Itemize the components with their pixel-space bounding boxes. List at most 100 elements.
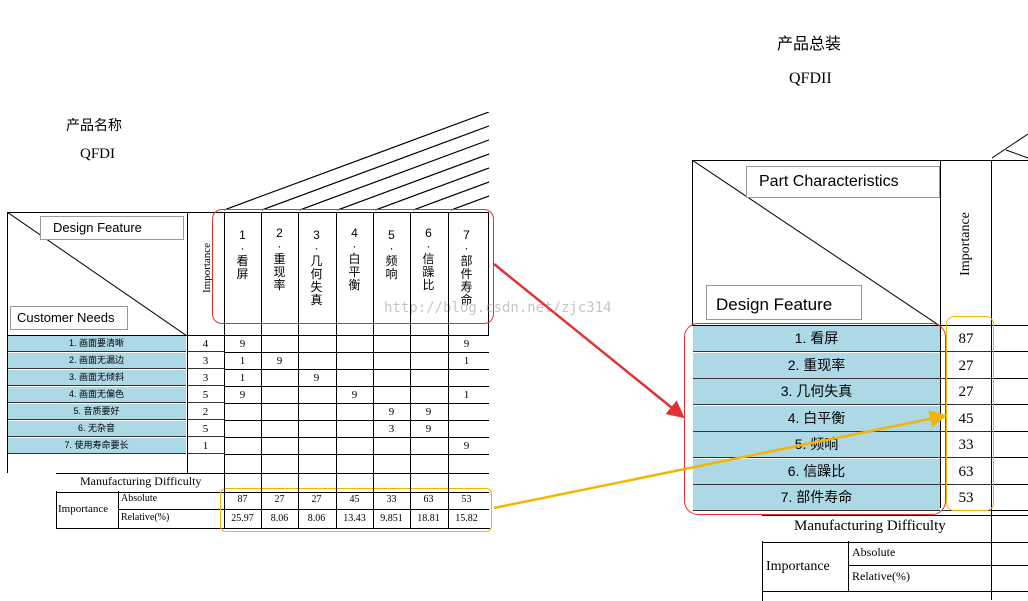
feature-number: 7 [463, 228, 470, 242]
relative-importance: 18.81 [417, 513, 440, 524]
feature-importance: 87 [941, 326, 991, 352]
feature-importance: 63 [941, 459, 991, 485]
relationship-cell: 9 [313, 372, 320, 384]
need-importance: 3 [187, 353, 224, 369]
feature-char: 频 [385, 254, 398, 268]
design-feature-row: 7. 部件寿命 [693, 485, 940, 511]
feature-char: 屏 [236, 267, 249, 281]
feature-char: 件 [460, 267, 473, 281]
feature-char: 失 [310, 280, 323, 294]
column-line [373, 212, 374, 528]
relationship-cell: 9 [351, 389, 358, 401]
left-subheading: QFDI [80, 146, 116, 162]
absolute-label: Absolute [121, 493, 158, 504]
feature-dot: · [426, 239, 431, 253]
design-feature-row: 5. 频响 [693, 432, 940, 458]
customer-need: 5. 音质要好 [7, 404, 186, 420]
right-row-line [991, 377, 1028, 379]
feature-column-header: 6·信躁比 [410, 213, 447, 347]
header-box [7, 212, 489, 336]
relative-importance: 13.43 [343, 513, 366, 524]
feature-number: 4 [351, 226, 358, 240]
absolute-importance: 87 [237, 494, 248, 505]
feature-char: 信 [422, 252, 435, 266]
relationship-cell: 3 [388, 423, 395, 435]
relationship-cell: 9 [463, 440, 470, 452]
relationship-cell: 9 [388, 406, 395, 418]
absolute-importance: 27 [274, 494, 285, 505]
feature-dot: · [277, 239, 282, 253]
relationship-cell: 9 [425, 406, 432, 418]
need-importance: 1 [187, 438, 224, 454]
row-line [224, 437, 489, 438]
features-highlight-left [212, 209, 494, 324]
customer-needs-label: Customer Needs [10, 306, 128, 330]
right-importance-divider [848, 541, 849, 591]
right-row-line [991, 404, 1028, 405]
design-feature-row: 1. 看屏 [693, 326, 940, 352]
customer-need: 3. 画面无倾斜 [7, 370, 186, 386]
feature-char: 何 [310, 267, 323, 281]
relative-importance: 25.97 [231, 513, 254, 524]
design-feature-row: 4. 白平衡 [693, 405, 940, 432]
absolute-importance: 33 [386, 494, 397, 505]
feature-char: 部 [460, 254, 473, 268]
orange-arrow [493, 410, 948, 510]
row-line [224, 403, 489, 404]
feature-char: 比 [422, 278, 435, 292]
design-feature-row: 2. 重现率 [693, 352, 940, 379]
need-importance: 2 [187, 404, 224, 420]
customer-need: 7. 使用寿命要长 [7, 438, 186, 454]
right-subheading: QFDII [789, 70, 832, 87]
feature-number: 6 [425, 226, 432, 240]
customer-need: 6. 无杂音 [7, 421, 186, 437]
relative-importance: 8.06 [307, 513, 326, 524]
feature-char: 重 [273, 252, 286, 266]
right-importance-block [762, 541, 1028, 592]
feature-dot: · [314, 241, 319, 255]
absolute-importance: 27 [311, 494, 322, 505]
design-feature-row: 6. 信躁比 [693, 458, 940, 485]
feature-char: 平 [348, 265, 361, 279]
header-diagonal [7, 212, 187, 336]
feature-column-header: 5·频响 [373, 213, 410, 349]
relationship-cell: 1 [463, 389, 470, 401]
right-relative-label: Relative(%) [852, 569, 910, 583]
right-mfg-row [762, 515, 1028, 543]
right-row-line [991, 430, 1028, 432]
feature-number: 1 [239, 228, 246, 242]
correlation-roof [224, 112, 490, 211]
relationship-cell: 9 [276, 355, 283, 367]
left-heading: 产品名称 [66, 118, 122, 134]
feature-dot: · [464, 241, 469, 255]
row-line [224, 352, 489, 353]
feature-importance: 27 [941, 379, 991, 405]
feature-char: 响 [385, 267, 398, 281]
feature-char: 几 [310, 254, 323, 268]
feature-column-header: 1·看屏 [224, 213, 261, 349]
importance-block [56, 491, 490, 529]
feature-char: 衡 [348, 278, 361, 292]
feature-importance: 27 [941, 353, 991, 379]
totals-highlight-left [220, 488, 492, 532]
feature-dot: · [352, 239, 357, 253]
feature-char: 寿 [460, 280, 473, 294]
right-row-line [991, 510, 1028, 511]
feature-importance: 45 [941, 406, 991, 432]
right-mfg-label: Manufacturing Difficulty [794, 518, 946, 534]
design-feature-row: 3. 几何失真 [693, 379, 940, 405]
absolute-divider [118, 509, 489, 510]
right-row-line [991, 457, 1028, 458]
relative-importance: 8.06 [270, 513, 289, 524]
feature-char: 命 [460, 293, 473, 307]
relationship-cell: 1 [463, 355, 470, 367]
feature-char: 现 [273, 265, 286, 279]
needs-left-border [7, 336, 8, 473]
relationship-cell: 9 [463, 338, 470, 350]
column-line [224, 212, 225, 528]
customer-need: 4. 画面无偏色 [7, 387, 186, 403]
relative-label: Relative(%) [121, 512, 170, 523]
customer-need: 1. 画面要清晰 [7, 336, 186, 352]
column-line [261, 212, 262, 528]
